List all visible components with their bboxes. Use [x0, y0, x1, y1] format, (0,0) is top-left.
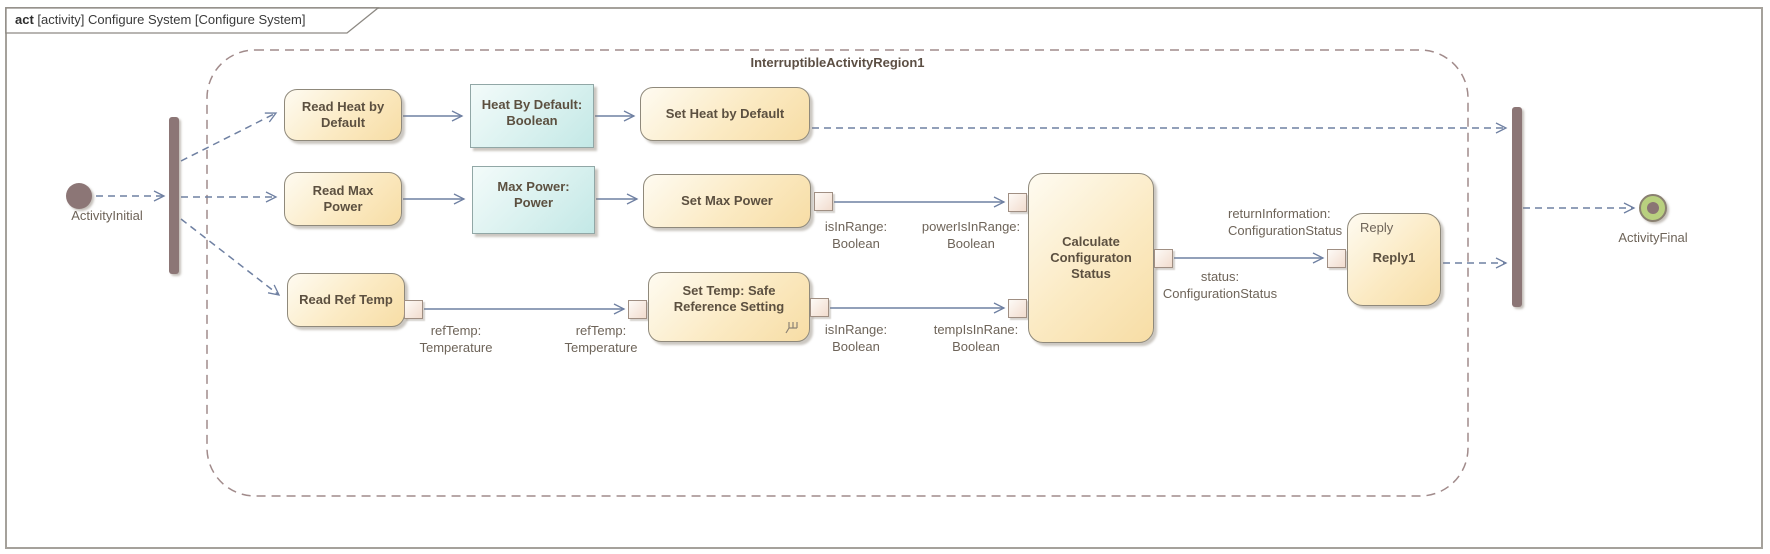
action-set-heat-by-default[interactable]: Set Heat by Default: [640, 87, 810, 141]
action-set-temp-label: Set Temp: Safe Reference Setting: [673, 283, 785, 314]
pin-label-set-temp-in: refTemp: Temperature: [536, 323, 666, 356]
object-node-heat-by-default[interactable]: Heat By Default: Boolean: [470, 84, 594, 148]
pin-label-line: status:: [1200, 269, 1240, 284]
pin-label-line: Temperature: [419, 339, 493, 355]
activity-initial-label: ActivityInitial: [71, 208, 143, 223]
pin-label-line: refTemp:: [430, 323, 482, 338]
pin-label-line: powerIsInRange:: [921, 219, 1021, 234]
action-read-max-power[interactable]: Read Max Power: [284, 172, 402, 226]
pin-label-line: ConfigurationStatus: [1162, 285, 1278, 301]
pin-label-set-temp-out: isInRange: Boolean: [791, 322, 921, 355]
pin-label-line: Boolean: [947, 235, 995, 251]
region-label: InterruptibleActivityRegion1: [750, 55, 925, 70]
pin-label-line: tempIsInRane:: [933, 322, 1019, 337]
frame-title-rest: [activity] Configure System [Configure S…: [37, 12, 306, 27]
join-bar[interactable]: [1512, 107, 1522, 307]
action-reply[interactable]: Reply: [1347, 213, 1441, 306]
reply-keyword: Reply: [1360, 220, 1394, 235]
pin-label-line: refTemp:: [575, 323, 627, 338]
action-set-max-power[interactable]: Set Max Power: [643, 174, 811, 228]
object-node-max-power[interactable]: Max Power: Power: [472, 166, 595, 234]
output-pin-set-max-power[interactable]: [814, 192, 833, 211]
pin-label-line: Temperature: [564, 339, 638, 355]
fork-bar[interactable]: [169, 117, 179, 274]
activity-final-label: ActivityFinal: [1618, 230, 1688, 245]
pin-label-line: Boolean: [952, 338, 1000, 354]
pin-label-line: Boolean: [832, 338, 880, 354]
pin-label-reply-in: returnInformation: ConfigurationStatus: [1228, 206, 1368, 239]
action-set-temp-safe-reference[interactable]: Set Temp: Safe Reference Setting: [648, 272, 810, 342]
pin-label-line: Boolean: [832, 235, 880, 251]
activity-initial-node[interactable]: [66, 183, 92, 209]
rake-icon: [785, 322, 798, 334]
pin-label-line: isInRange:: [824, 322, 888, 337]
pin-label-calc-in-temp: tempIsInRane: Boolean: [911, 322, 1041, 355]
output-pin-read-ref-temp[interactable]: [404, 300, 423, 319]
input-pin-set-temp[interactable]: [628, 300, 647, 319]
output-pin-set-temp[interactable]: [810, 298, 829, 317]
pin-label-line: ConfigurationStatus: [1228, 222, 1343, 238]
pin-label-line: returnInformation:: [1228, 206, 1331, 221]
input-pin-calculate-temp[interactable]: [1008, 299, 1027, 318]
action-read-ref-temp[interactable]: Read Ref Temp: [287, 273, 405, 327]
frame-title: act [activity] Configure System [Configu…: [15, 12, 305, 27]
output-pin-calculate-status[interactable]: [1154, 249, 1173, 268]
activity-final-node[interactable]: [1639, 194, 1667, 222]
pin-label-line: isInRange:: [824, 219, 888, 234]
pin-label-calc-in-power: powerIsInRange: Boolean: [906, 219, 1036, 252]
diagram-frame: [5, 7, 1763, 549]
action-read-heat-by-default[interactable]: Read Heat by Default: [284, 89, 402, 141]
frame-title-keyword: act: [15, 12, 34, 27]
pin-label-read-temp-out: refTemp: Temperature: [391, 323, 521, 356]
pin-label-calc-out-status: status: ConfigurationStatus: [1145, 269, 1295, 302]
input-pin-calculate-power[interactable]: [1008, 193, 1027, 212]
pin-label-set-power-out: isInRange: Boolean: [791, 219, 921, 252]
activity-final-dot: [1647, 202, 1659, 214]
input-pin-reply[interactable]: [1327, 249, 1346, 268]
reply-label: Reply1: [1372, 250, 1416, 265]
action-calculate-configuration-status[interactable]: Calculate Configuraton Status: [1028, 173, 1154, 343]
